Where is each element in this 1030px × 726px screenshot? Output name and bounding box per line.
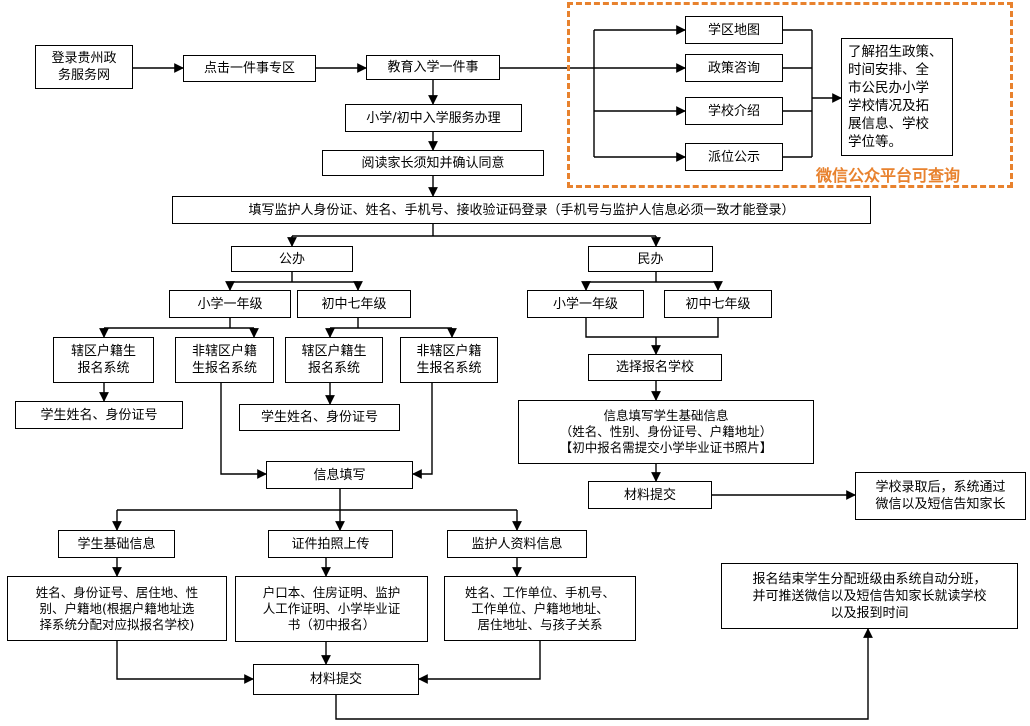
wechat-platform-highlight	[567, 2, 1013, 188]
node-pri-grade1: 小学一年级	[527, 290, 644, 318]
node-private-info: 信息填写学生基础信息 （姓名、性别、身份证号、户籍地址） 【初中报名需提交小学毕…	[518, 400, 814, 464]
wechat-platform-note: 微信公众平台可查询	[816, 166, 961, 185]
node-student-basic: 学生基础信息	[58, 530, 175, 558]
node-student-basic-detail: 姓名、身份证号、居住地、性 别、户籍地(根据户籍地址选 择系统分配对应拟报名学校…	[7, 576, 227, 641]
node-edu-enroll: 教育入学一件事	[366, 55, 500, 80]
node-submit-private: 材料提交	[588, 481, 712, 509]
node-local-system-grade7: 辖区户籍生 报名系统	[285, 337, 383, 383]
node-choose-school: 选择报名学校	[588, 354, 722, 381]
node-enroll-service: 小学/初中入学服务办理	[345, 104, 522, 132]
node-pub-grade1: 小学一年级	[169, 290, 291, 318]
node-login: 登录贵州政 务服务网	[35, 45, 133, 89]
node-private-result: 学校录取后，系统通过 微信以及短信告知家长	[855, 472, 1026, 520]
node-one-thing-zone: 点击一件事专区	[183, 55, 316, 82]
node-pri-grade7: 初中七年级	[664, 290, 772, 318]
node-submit-public: 材料提交	[253, 664, 419, 695]
node-placement-notice: 派位公示	[685, 143, 783, 171]
node-nonlocal-system-grade7: 非辖区户籍 生报名系统	[400, 337, 498, 383]
node-info-fill: 信息填写	[266, 461, 413, 489]
node-pub-grade7: 初中七年级	[297, 290, 411, 318]
node-fill-guardian: 填写监护人身份证、姓名、手机号、接收验证码登录（手机号与监护人信息必须一致才能登…	[172, 196, 871, 224]
node-guardian-info: 监护人资料信息	[447, 530, 587, 558]
node-school-district-map: 学区地图	[685, 16, 783, 44]
node-local-system-grade1: 辖区户籍生 报名系统	[53, 337, 154, 383]
node-wechat-info: 了解招生政策、 时间安排、全 市公民办小学 学校情况及拓 展信息、学校 学位等。	[841, 38, 953, 156]
node-read-notice: 阅读家长须知并确认同意	[322, 150, 544, 176]
node-cert-upload-detail: 户口本、住房证明、监护 人工作证明、小学毕业证 书（初中报名）	[235, 576, 428, 642]
node-nonlocal-system-grade1: 非辖区户籍 生报名系统	[175, 337, 274, 383]
node-policy-consult: 政策咨询	[685, 54, 783, 82]
node-school-intro: 学校介绍	[685, 97, 783, 125]
node-class-assign: 报名结束学生分配班级由系统自动分班， 并可推送微信以及短信告知家长就读学校 以及…	[721, 563, 1018, 629]
node-cert-upload: 证件拍照上传	[268, 530, 393, 558]
node-public: 公办	[231, 246, 353, 272]
node-private: 民办	[588, 246, 713, 272]
node-student-id-grade7: 学生姓名、身份证号	[239, 404, 400, 431]
node-student-id-grade1: 学生姓名、身份证号	[15, 401, 183, 429]
node-guardian-info-detail: 姓名、工作单位、手机号、 工作单位、户籍地地址、 居住地址、与孩子关系	[444, 576, 636, 641]
